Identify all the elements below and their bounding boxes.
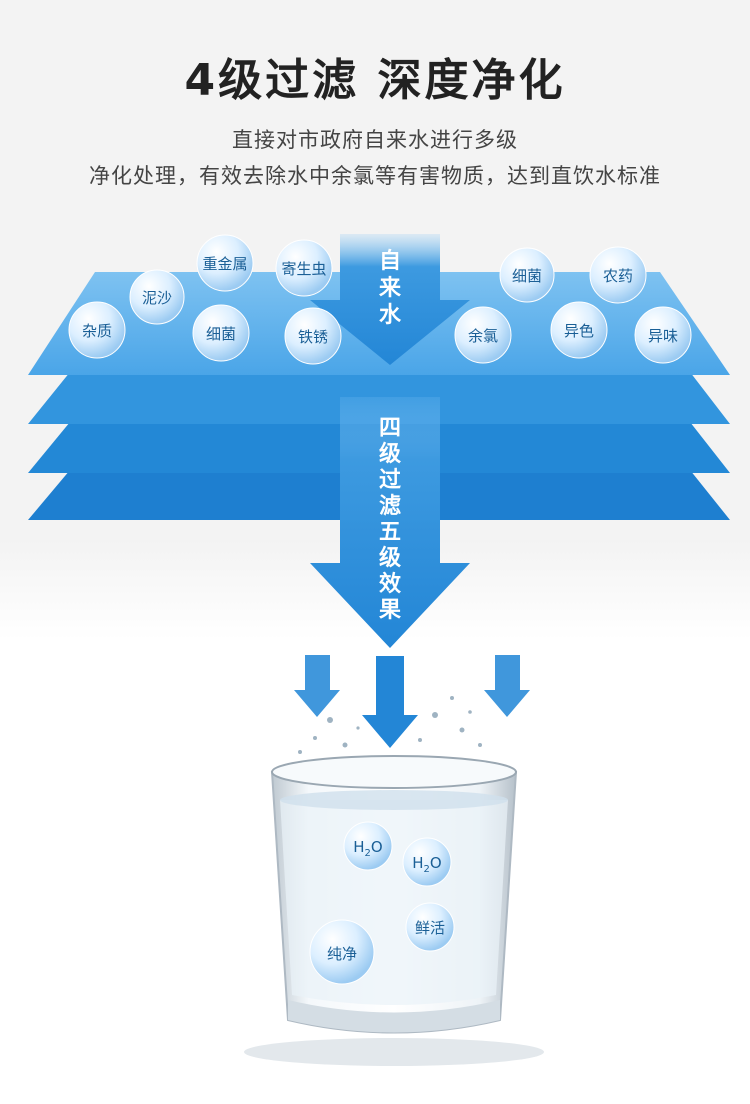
contaminant-bubble: 铁锈 — [284, 307, 342, 365]
contaminant-bubble: 农药 — [589, 246, 647, 304]
subtitle-line-2: 净化处理，有效去除水中余氯等有害物质，达到直饮水标准 — [89, 164, 661, 188]
svg-text:异色: 异色 — [564, 322, 594, 340]
result-char-1: 四 — [379, 416, 401, 441]
down-arrow-icon — [294, 655, 340, 717]
fresh-bubble: 鲜活 — [405, 902, 455, 952]
svg-text:H2O: H2O — [353, 838, 382, 859]
contaminant-bubble: 泥沙 — [129, 269, 185, 325]
svg-text:纯净: 纯净 — [327, 945, 357, 963]
contaminant-bubble: 寄生虫 — [275, 239, 333, 297]
contaminant-bubble: 重金属 — [196, 234, 254, 292]
down-arrow-icon — [362, 656, 418, 748]
svg-text:异味: 异味 — [648, 327, 678, 345]
result-char-4: 滤 — [379, 494, 401, 519]
svg-text:余氯: 余氯 — [468, 327, 498, 345]
subtitle-line-1: 直接对市政府自来水进行多级 — [232, 128, 518, 152]
svg-text:杂质: 杂质 — [82, 322, 112, 340]
result-char-5: 五 — [379, 520, 401, 545]
svg-text:寄生虫: 寄生虫 — [281, 260, 326, 278]
svg-text:铁锈: 铁锈 — [298, 328, 328, 346]
svg-text:泥沙: 泥沙 — [142, 289, 172, 307]
page-title: 4级过滤 深度净化 — [184, 55, 566, 106]
contaminant-bubbles: 重金属 泥沙 寄生虫 杂质 细菌 铁锈 细菌 农药 — [68, 234, 692, 365]
result-char-7: 效 — [379, 571, 401, 597]
svg-text:H2O: H2O — [412, 854, 441, 875]
contaminant-bubble: 杂质 — [68, 301, 126, 359]
svg-text:细菌: 细菌 — [206, 325, 236, 343]
contaminant-bubble: 异色 — [550, 301, 608, 359]
tap-water-char-2: 来 — [378, 276, 402, 301]
h2o-bubble: H2O — [402, 837, 452, 887]
down-arrow-icon — [484, 655, 530, 717]
contaminant-bubble: 细菌 — [192, 304, 250, 362]
contaminant-bubble: 异味 — [634, 306, 692, 364]
svg-text:重金属: 重金属 — [202, 255, 247, 273]
result-char-8: 果 — [379, 598, 401, 623]
svg-text:农药: 农药 — [603, 267, 633, 285]
falling-water-arrows — [294, 655, 530, 748]
filtration-result-arrow: 四 级 过 滤 五 级 效 果 — [310, 397, 470, 648]
tap-water-char-3: 水 — [379, 303, 402, 328]
h2o-bubble: H2O — [343, 821, 393, 871]
pure-bubble: 纯净 — [309, 919, 375, 985]
svg-text:细菌: 细菌 — [512, 267, 542, 285]
result-char-3: 过 — [379, 468, 401, 493]
tap-water-char-1: 自 — [379, 248, 401, 274]
tap-water-arrow: 自 来 水 — [310, 234, 470, 365]
contaminant-bubble: 余氯 — [454, 306, 512, 364]
result-char-6: 级 — [379, 545, 401, 571]
svg-text:鲜活: 鲜活 — [415, 919, 445, 937]
contaminant-bubble: 细菌 — [499, 247, 555, 303]
water-glass — [244, 755, 544, 1066]
result-char-2: 级 — [379, 441, 401, 467]
